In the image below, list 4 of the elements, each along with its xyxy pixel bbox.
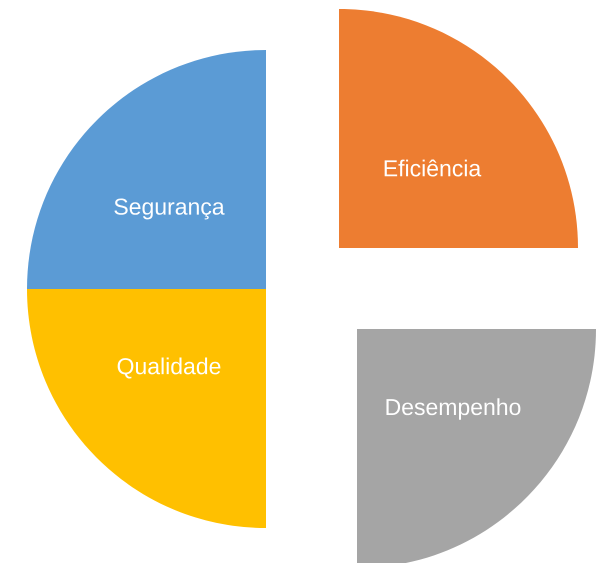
sector: Qualidade: [27, 289, 266, 528]
sector: Eficiência: [339, 9, 578, 248]
sector: Desempenho: [357, 329, 596, 563]
sector: Segurança: [27, 50, 266, 289]
